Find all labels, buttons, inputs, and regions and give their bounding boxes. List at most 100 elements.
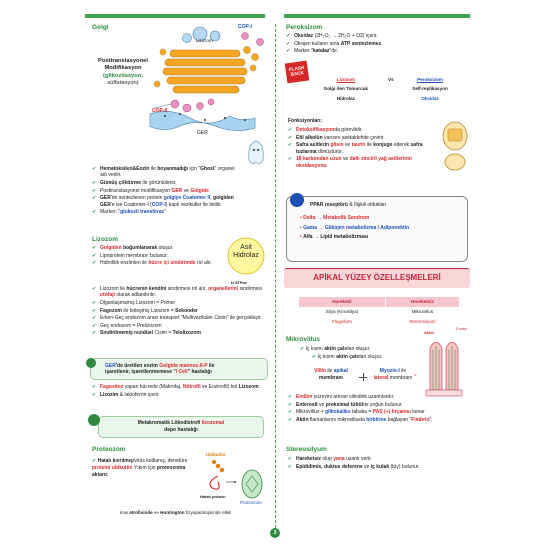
- golgi-cisterna: [164, 58, 246, 67]
- table-row: Hareketli Hareketsiz: [298, 296, 461, 308]
- golgi-illustration: [149, 26, 264, 131]
- cop-vesicle: [196, 102, 204, 110]
- ppar-box: [286, 196, 468, 262]
- ribosome: [179, 113, 181, 115]
- list-item: Lizozom ile hücrenin kendini sindirmesi …: [92, 286, 267, 299]
- list-item: Oksidaz (2H₂O₂ → 2H₂O + O2) içerir.: [286, 33, 466, 40]
- villin-label: Villin ile apikal membranı: [314, 368, 348, 381]
- lysosome: [182, 33, 192, 43]
- golgi-bullet-list: Hematoksilen&Eozin ile boyanmadığı için …: [92, 166, 242, 217]
- fonksiyon-bullet-list: Detoksifikasyonda görevlidir. Etil alkol…: [288, 127, 434, 170]
- lysosome: [209, 30, 221, 42]
- i-cell-note: GER'de üretilen enzim Golgide mannoz-6-P…: [90, 358, 268, 380]
- ubiquitin: [215, 463, 221, 469]
- plus-icon: [359, 373, 367, 381]
- proteozom-title: Proteozom: [92, 446, 126, 453]
- copii-label: COP-II: [152, 108, 168, 114]
- vesicle: [243, 46, 251, 54]
- hatali-protein-label: Hatalı protein: [200, 494, 226, 499]
- table-row: Silya (Kinosilya) Mikrovillus: [298, 306, 461, 318]
- list-item: Fagozom ile birleşmiş Lizozom = Sekonder: [92, 308, 267, 315]
- ppar-title: PPAR reseptörü & İlişkili oldukları: [310, 202, 387, 208]
- proteozom-text: ✔ Hatalı kıvrılmış/virüs kodlanış, denet…: [92, 458, 188, 478]
- list-item: Olgunlaşmamış Lizozom = Primer: [92, 300, 267, 307]
- vesicle: [153, 80, 161, 88]
- list-item: Lizozim & laktoferrin içerir.: [92, 392, 267, 399]
- list-item: Safra asitlerin glisin ve taurin ile kon…: [288, 142, 434, 155]
- cop-vesicle: [207, 98, 215, 106]
- ger-label: GER: [197, 130, 208, 136]
- copi-label: COP-I: [238, 24, 252, 30]
- metachromatic-note: Metakromatik Lökodistrofi lizozomal depo…: [98, 416, 264, 438]
- proteasome-illustration: [209, 459, 263, 499]
- cop-ii-pointer: [154, 103, 172, 109]
- pin-icon: [86, 358, 96, 368]
- list-item: Geç endozom = Prelizozom: [92, 323, 267, 330]
- list-item: Detoksifikasyonda görevlidir.: [288, 127, 434, 134]
- fonksiyon-title: Fonksiyonları:: [288, 118, 323, 124]
- golgi-cisterna: [169, 49, 241, 58]
- page-number: 3: [270, 528, 280, 538]
- ppar-icon: [290, 193, 304, 207]
- list-item: Epididimis, duktus deferens ve iç kulak …: [288, 464, 468, 471]
- table-row: Flagellum Stereosilyum: [298, 316, 461, 328]
- list-item: 18 karbondan uzun ve dallı zincirli yağ …: [288, 156, 434, 169]
- apikal-table: Hareketli Hareketsiz Silya (Kinosilya) M…: [298, 296, 461, 328]
- list-item: Gümüş çöktürme ile görüntülenir.: [92, 180, 242, 187]
- mikrovillus-bullet-list: Emilim yüzeyini artıran silindirik uzant…: [288, 394, 468, 424]
- list-item: Hidrolitik enzimleri ile hücre içi sindi…: [92, 260, 220, 267]
- ghost-icon: [248, 140, 264, 164]
- ubikuitin-label: Ubikuitin: [206, 452, 226, 457]
- left-header-bar: [85, 14, 265, 18]
- list-item: • Gama → Glikojen metabolizma / Adiponek…: [300, 224, 410, 231]
- golgi-title: Golgi: [92, 24, 109, 31]
- misfolded-protein: [209, 475, 220, 490]
- microvillus-illustration: [425, 341, 463, 397]
- lizozom-label: Lizozom: [196, 38, 213, 43]
- lizozom-bullet-list-2: Lizozom ile hücrenin kendini sindirmesi …: [92, 286, 267, 338]
- rough-er: [149, 110, 256, 131]
- golgi-cisterna: [162, 67, 248, 76]
- lysosome: [192, 26, 208, 42]
- list-item: Hematoksilen&Eozin ile boyanmadığı için …: [92, 166, 242, 179]
- posttrans-label: Posttranslasyonel Modifikasyon (glikozil…: [98, 58, 148, 87]
- list-item: Fagositoz yapan hücrede (Makrofaj, Nötro…: [92, 384, 267, 391]
- stereosilyum-title: Stereosilyum: [286, 446, 327, 453]
- aktin-fig-label: Aktin: [424, 330, 434, 335]
- peroxisome-illustration: [442, 121, 468, 171]
- atpase-label: H ATPaz: [231, 280, 247, 285]
- vesicle: [249, 64, 257, 72]
- acid-hydrolase-label: Asit Hidrolaz: [233, 244, 259, 260]
- list-item: Posttranslasyonel modifikasyon GER ve Go…: [92, 188, 242, 195]
- list-item: Etil alkolün yarısını asetaldehite çevir…: [288, 135, 434, 142]
- table-row: Lizozom Vs Peroksizom: [310, 74, 460, 85]
- vesicle: [159, 48, 167, 56]
- lizozom-bullet-list-1: Golgiden boğumlanarak oluşur. Lipoprotei…: [92, 245, 220, 268]
- ribosome: [224, 117, 226, 119]
- golgi-cisterna: [172, 85, 240, 94]
- pin-icon: [88, 414, 100, 426]
- cop-vesicle: [170, 99, 180, 109]
- vesicle: [251, 53, 259, 61]
- ubiquitin: [219, 467, 225, 473]
- lizozom-bullet-list-3: Fagositoz yapan hücrede (Makrofaj, Nötro…: [92, 384, 267, 399]
- list-item: GER'de sentezlenen protein golgiye Coato…: [92, 195, 242, 208]
- table-row: Hidrolaz Oksidaz: [310, 93, 460, 105]
- mikrovillus-intro: ✔ İç kısmı aktin çatıdan oluşur. ✔ İç kı…: [300, 346, 383, 360]
- golgi-cisterna: [166, 76, 246, 85]
- ribosome: [244, 119, 246, 121]
- proteozom-label: Proteozom: [240, 500, 262, 505]
- list-item: Marker: "glukozil transferaz": [92, 209, 242, 216]
- right-header-bar: [284, 14, 470, 18]
- list-item: Golgiden boğumlanarak oluşur.: [92, 245, 220, 252]
- cop-vesicle: [256, 38, 264, 46]
- peroksizom-title: Peroksizom: [286, 24, 323, 31]
- list-item: Erken-Geç endozom arası transport "Multi…: [92, 315, 267, 322]
- fodrin-fig-label: Fodrin: [456, 326, 468, 331]
- list-item: Enterosit ve proksimal tübülde yoğun bul…: [288, 402, 468, 409]
- list-item: Aktin flamanlarını mikrovillusta birbiri…: [288, 417, 468, 424]
- flashback-badge: FLASH BACK: [284, 60, 310, 84]
- acid-hydrolase-bubble: [227, 237, 265, 275]
- list-item: Hareketsiz olup yana uzantı verir.: [288, 456, 468, 463]
